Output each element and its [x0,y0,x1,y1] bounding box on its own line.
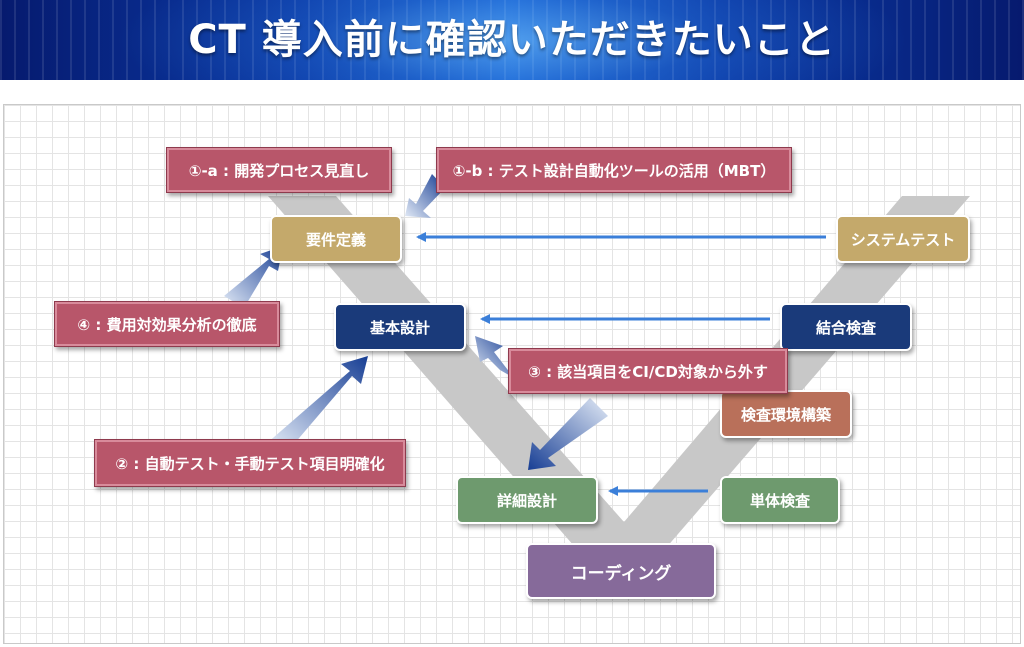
callout-1b-test-design-automation: ①-b : テスト設計自動化ツールの活用（MBT） [436,147,792,193]
block-arrow-3-to-basic [475,336,514,378]
stage-basic-design: 基本設計 [334,303,466,351]
stage-test-env-build: 検査環境構築 [720,390,852,438]
callout-1a-process-review: ①-a : 開発プロセス見直し [166,147,392,193]
callout-2-auto-manual-test: ② : 自動テスト・手動テスト項目明確化 [94,439,406,487]
stage-requirements: 要件定義 [270,215,402,263]
stage-integration-test: 結合検査 [780,303,912,351]
block-arrow-1b-to-requirements [405,174,445,218]
block-arrow-4-to-requirements [224,246,283,308]
block-arrow-3-to-detailed [528,398,608,470]
stage-system-test: システムテスト [836,215,970,263]
header-banner: CT 導入前に確認いただきたいこと [0,0,1024,80]
callout-3-exclude-ci-cd: ③ : 該当項目をCI/CD対象から外す [508,348,788,394]
diagram-canvas [3,104,1021,644]
stage-unit-test: 単体検査 [720,476,840,524]
stage-coding: コーディング [526,543,716,599]
page-title: CT 導入前に確認いただきたいこと [188,17,836,63]
callout-4-cost-benefit: ④ : 費用対効果分析の徹底 [54,301,280,347]
stage-detailed-design: 詳細設計 [456,476,598,524]
block-arrow-2-to-basic [266,356,368,444]
